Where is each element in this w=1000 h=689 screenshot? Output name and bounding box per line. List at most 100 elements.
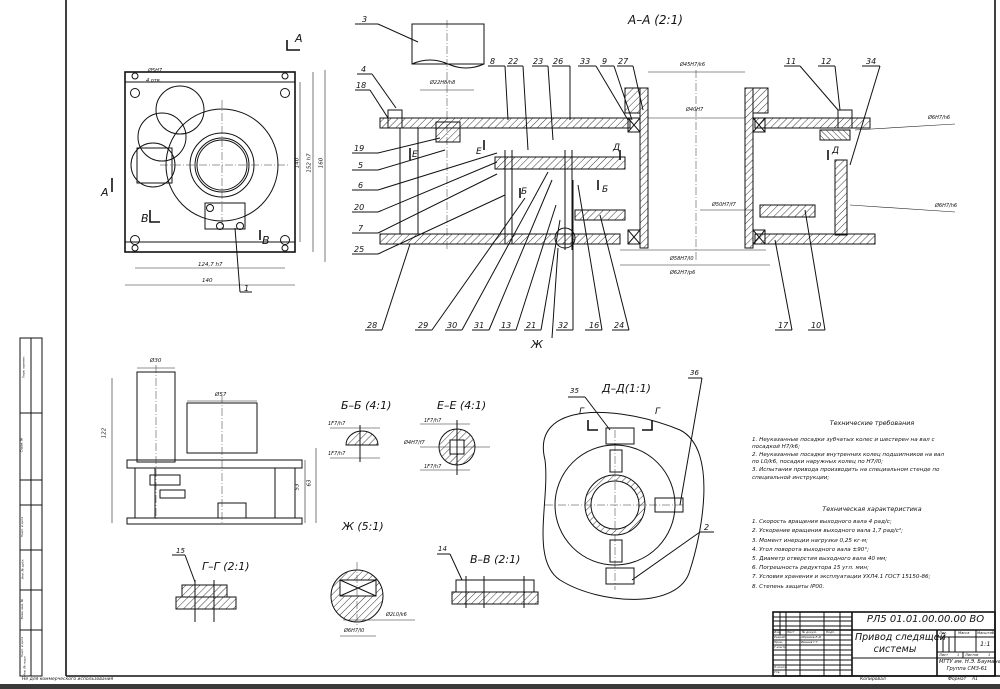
dim-h122: 122 bbox=[101, 427, 108, 439]
technical-requirements: Технические требования 1. Неуказанные по… bbox=[752, 419, 992, 482]
dim-hole: Ø5Н7 bbox=[148, 68, 163, 74]
strip-label-5: Взам. инв. № bbox=[20, 598, 25, 620]
fit-bb-2: 1F7/h7 bbox=[328, 451, 346, 457]
callout-24: 24 bbox=[614, 321, 625, 330]
callout-34: 34 bbox=[866, 57, 877, 66]
stamp-list: Лист bbox=[787, 630, 795, 634]
dim-d57: Ø57 bbox=[215, 392, 227, 398]
section-dd-title: Д–Д(1:1) bbox=[602, 382, 651, 395]
fit-zh-2: Ø6Н7/l0 bbox=[344, 628, 365, 634]
requirement-line: посадкой Н7/k6; bbox=[752, 444, 800, 451]
characteristic-line: 5. Диаметр отверстия выходного вала 40 м… bbox=[752, 556, 888, 563]
callout-25: 25 bbox=[354, 245, 365, 254]
dim-h63: 63 bbox=[306, 479, 313, 487]
sheets-value: 1 bbox=[988, 653, 991, 657]
callout-9: 9 bbox=[602, 57, 608, 66]
callout-8: 8 bbox=[490, 57, 496, 66]
stamp-utv: Утв. bbox=[774, 670, 781, 674]
section-aa-title: А–А (2:1) bbox=[628, 13, 683, 27]
strip-label-3: Подп. и дата bbox=[20, 516, 25, 538]
dim-d45: Ø45Н7/k6 bbox=[680, 62, 705, 68]
section-vv-drawing bbox=[437, 553, 539, 608]
callout-19: 19 bbox=[354, 144, 365, 153]
front-view bbox=[111, 365, 317, 525]
requirement-line: 2. Неуказанные посадки внутренних колец … bbox=[752, 451, 945, 458]
sheet-value: 1 bbox=[957, 653, 960, 657]
callout-29: 29 bbox=[418, 321, 429, 330]
callout-14: 14 bbox=[438, 545, 447, 553]
dim-d58: Ø58Н7/l0 bbox=[670, 256, 694, 262]
section-aa bbox=[352, 20, 956, 339]
bottom-status-bar bbox=[0, 684, 1000, 689]
cut-label-e2: Е bbox=[476, 147, 482, 157]
sheet-label: Лист bbox=[939, 653, 949, 657]
callout-18: 18 bbox=[356, 81, 367, 90]
detail-zh-title: Ж (5:1) bbox=[342, 520, 384, 533]
cut-label-v1: В bbox=[141, 212, 149, 225]
fit-ee-2: Ø4Н7/f7 bbox=[404, 440, 425, 446]
callout-1: 1 bbox=[244, 284, 250, 293]
top-view bbox=[111, 40, 326, 293]
lit-header: Лит. bbox=[939, 631, 948, 635]
strip-label-2: Справ. № bbox=[19, 437, 24, 453]
cut-label-g1: Г bbox=[579, 407, 585, 417]
format-label: Формат bbox=[948, 677, 967, 682]
section-ee-drawing bbox=[420, 420, 490, 475]
callout-22: 22 bbox=[508, 57, 519, 66]
stamp-prov-name: Иванов Г.Г. bbox=[801, 640, 819, 644]
callout-12: 12 bbox=[821, 57, 832, 66]
fit-zh-1: Ø2L0/k6 bbox=[386, 612, 407, 618]
callout-36: 36 bbox=[690, 369, 699, 377]
cut-label-b1: Б bbox=[521, 187, 528, 197]
callout-20: 20 bbox=[354, 203, 365, 212]
drawing-designation: РЛ5 01.01.00.00.00 ВО bbox=[866, 614, 985, 625]
dim-w2: 140 bbox=[202, 278, 213, 284]
callout-11: 11 bbox=[786, 57, 797, 66]
characteristic-line: 4. Угол поворота выходного вала ±90°; bbox=[752, 546, 869, 553]
strip-label-1: Перв. примен. bbox=[21, 355, 26, 379]
dim-d50: Ø50Н7/f7 bbox=[712, 202, 736, 208]
stamp-razrab-name: Абрамов Е.Д. bbox=[801, 635, 822, 639]
requirement-line: 1. Неуказанные посадки зубчатых колес и … bbox=[752, 436, 935, 443]
drawing-title-line2: системы bbox=[873, 644, 917, 655]
dim-h2: 152 h7 bbox=[306, 153, 313, 173]
characteristic-line: 2. Ускорение вращения выходного вала 1,7… bbox=[752, 528, 903, 535]
dim-h3: 160 bbox=[318, 157, 325, 169]
callout-30: 30 bbox=[447, 321, 458, 330]
detail-zh-drawing bbox=[330, 562, 415, 637]
dim-d40: Ø40Н7 bbox=[686, 107, 704, 113]
stamp-nkontr: Н.контр. bbox=[774, 665, 788, 669]
fit-bb-1: 1F7/h7 bbox=[328, 421, 346, 427]
dim-d6a: Ø6Н7/h6 bbox=[928, 115, 951, 121]
scale-value: 1:1 bbox=[980, 640, 991, 648]
sheets-label: Листов bbox=[965, 653, 979, 657]
format-value: А1 bbox=[972, 677, 978, 682]
callout-17: 17 bbox=[778, 321, 789, 330]
callout-31: 31 bbox=[474, 321, 485, 330]
cut-label-a1: А bbox=[295, 32, 303, 45]
cut-label-v2: В bbox=[262, 234, 270, 247]
cut-label-e1: Е bbox=[412, 150, 418, 160]
callout-32: 32 bbox=[558, 321, 569, 330]
cut-label-a2: А bbox=[101, 186, 109, 199]
cut-label-d2: Д bbox=[832, 146, 840, 156]
stamp-prov: Пров. bbox=[774, 640, 783, 644]
callout-7: 7 bbox=[358, 224, 364, 233]
bottom-note: Не для коммерческого использования bbox=[22, 677, 114, 682]
title-block bbox=[772, 611, 996, 677]
fit-ee-3: 1F7/h7 bbox=[424, 464, 442, 470]
callout-2: 2 bbox=[704, 523, 710, 532]
callout-28: 28 bbox=[367, 321, 378, 330]
dim-h1: 140 bbox=[294, 157, 301, 169]
callout-6: 6 bbox=[358, 181, 364, 190]
dim-d30: Ø30 bbox=[150, 358, 162, 364]
dim-d22: Ø22Н8/h8 bbox=[430, 80, 456, 86]
section-bb-title: Б–Б (4:1) bbox=[341, 399, 392, 412]
callout-16: 16 bbox=[589, 321, 600, 330]
strip-label-7: Инв. № подл. bbox=[22, 655, 27, 677]
strip-label-6: Подп. и дата bbox=[20, 636, 25, 658]
callout-33: 33 bbox=[580, 57, 591, 66]
copied-label: Копировал bbox=[860, 677, 886, 682]
callout-13: 13 bbox=[501, 321, 512, 330]
